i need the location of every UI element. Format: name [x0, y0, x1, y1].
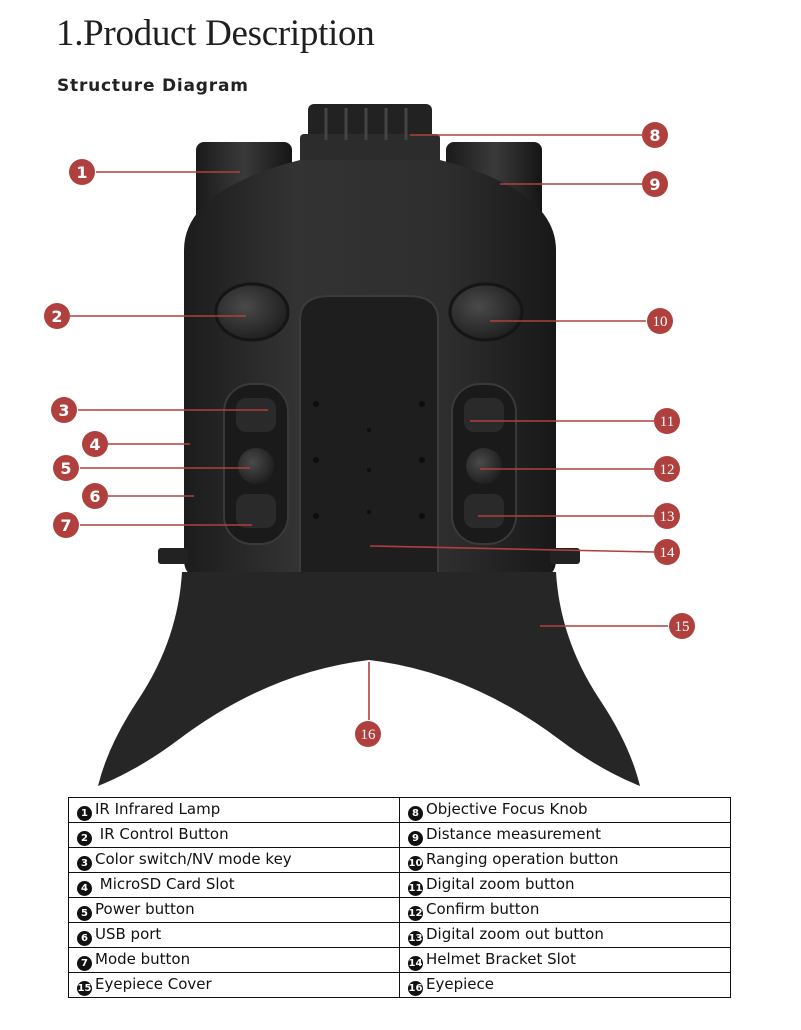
helmet-bracket-slot-shape [299, 295, 439, 579]
number-badge: 1 [77, 805, 92, 821]
svg-text:7: 7 [60, 516, 71, 535]
svg-text:9: 9 [649, 175, 660, 194]
svg-text:10: 10 [653, 314, 668, 330]
callout-15: 15 [669, 613, 695, 639]
svg-text:4: 4 [89, 435, 100, 454]
page-title: 1.Product Description [56, 13, 375, 54]
number-badge: 5 [77, 905, 92, 921]
structure-diagram: 1 2 3 4 5 6 7 8 9 10 11 12 13 14 15 16 [44, 104, 695, 786]
callout-14: 14 [654, 539, 680, 565]
callout-3: 3 [51, 397, 77, 423]
callout-10: 10 [647, 308, 673, 334]
svg-text:12: 12 [660, 462, 675, 478]
svg-text:14: 14 [660, 545, 676, 561]
number-badge: 16 [408, 980, 423, 996]
number-badge: 10 [408, 855, 423, 871]
callout-4: 4 [82, 431, 108, 457]
ir-control-button-shape [214, 282, 290, 342]
callout-13: 13 [654, 503, 680, 529]
number-badge: 12 [408, 905, 423, 921]
svg-text:11: 11 [660, 414, 674, 430]
number-badge: 4 [77, 880, 92, 896]
number-badge: 7 [77, 955, 92, 971]
number-badge: 11 [408, 880, 423, 896]
svg-text:5: 5 [60, 459, 71, 478]
callout-12: 12 [654, 456, 680, 482]
callout-5: 5 [53, 455, 79, 481]
callout-badges: 1 2 3 4 5 6 7 8 9 10 11 12 13 14 15 16 [44, 122, 695, 747]
svg-text:8: 8 [649, 126, 660, 145]
callout-6: 6 [82, 483, 108, 509]
callout-2: 2 [44, 303, 70, 329]
callout-leaders [70, 134, 668, 720]
svg-text:1: 1 [76, 163, 87, 182]
eyepiece-cover-shape [98, 572, 640, 786]
callout-16: 16 [355, 721, 381, 747]
number-badge: 3 [77, 855, 92, 871]
number-badge: 15 [77, 980, 92, 996]
svg-text:3: 3 [58, 401, 69, 420]
number-badge: 13 [408, 930, 423, 946]
night-vision-binocular [98, 104, 640, 786]
number-badge: 2 [77, 830, 92, 846]
svg-text:16: 16 [361, 727, 377, 743]
svg-text:2: 2 [51, 307, 62, 326]
legend-cell: 2 IR Control Button [68, 822, 400, 848]
svg-text:15: 15 [675, 619, 690, 635]
ranging-button-shape [448, 282, 524, 342]
section-title: Structure Diagram [57, 76, 249, 96]
callout-7: 7 [53, 512, 79, 538]
callout-8: 8 [642, 122, 668, 148]
legend-cell: 4 MicroSD Card Slot [68, 872, 400, 898]
number-badge: 6 [77, 930, 92, 946]
number-badge: 8 [408, 805, 423, 821]
number-badge: 9 [408, 830, 423, 846]
callout-11: 11 [654, 408, 680, 434]
svg-text:13: 13 [660, 509, 675, 525]
svg-text:6: 6 [89, 487, 100, 506]
number-badge: 14 [408, 955, 423, 971]
callout-9: 9 [642, 171, 668, 197]
callout-1: 1 [69, 159, 95, 185]
